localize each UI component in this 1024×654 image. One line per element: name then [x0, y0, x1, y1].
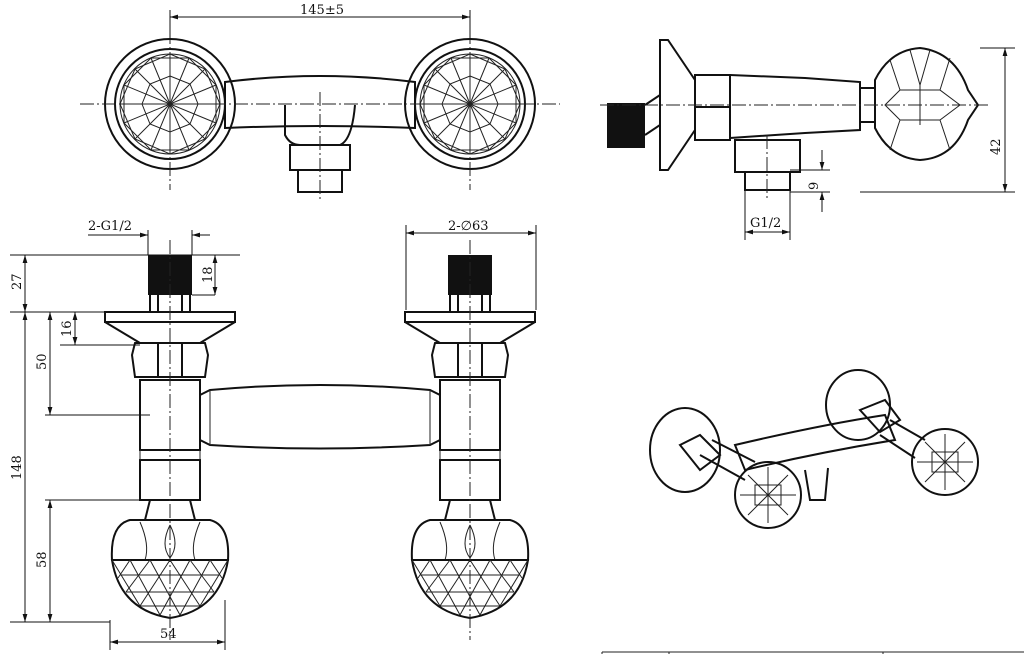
isometric-view — [649, 369, 979, 529]
dim-inlet-thread: 2-G1/2 — [88, 219, 132, 234]
dim-flange-depth: 16 — [60, 320, 75, 337]
side-view: 9 42 G1/2 — [600, 39, 1015, 240]
dim-body-offset: 50 — [35, 353, 50, 370]
dim-thread-len: 18 — [201, 266, 216, 283]
dim-side-height: 42 — [989, 138, 1004, 155]
dim-side-thread: G1/2 — [750, 216, 781, 231]
dim-center-distance: 145±5 — [300, 3, 344, 18]
top-view: 145±5 — [80, 3, 560, 200]
dim-side-outlet: 9 — [807, 182, 822, 190]
dim-total-height: 148 — [10, 455, 25, 480]
front-view: 2-G1/2 2-∅63 18 27 16 50 148 58 54 — [10, 219, 537, 650]
title-block — [601, 651, 1024, 654]
dim-knob-height: 58 — [35, 551, 50, 568]
dim-inlet-height: 27 — [10, 273, 25, 290]
dim-knob-width: 54 — [160, 627, 177, 642]
dim-flange-dia: 2-∅63 — [448, 219, 489, 234]
